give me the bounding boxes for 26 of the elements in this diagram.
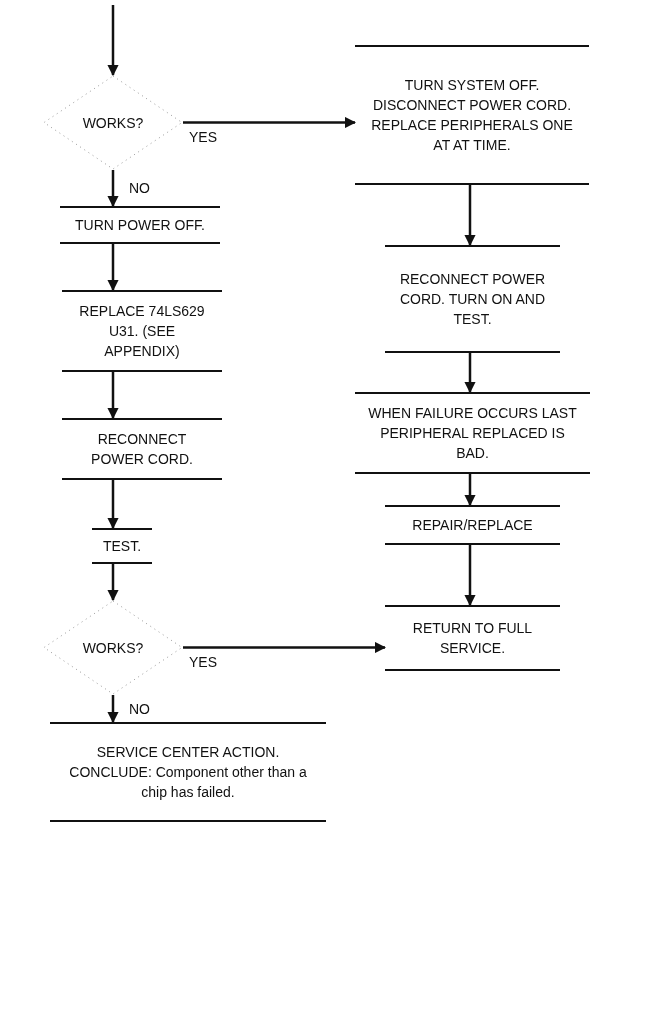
process-step: REPAIR/REPLACE <box>385 505 560 545</box>
arrow <box>107 170 119 208</box>
process-step: TURN SYSTEM OFF. DISCONNECT POWER CORD. REPLACE PERIPHERALS ONE AT AT TIME. <box>355 45 589 185</box>
arrow <box>107 480 119 530</box>
decision-diamond: WORKS? <box>43 600 183 695</box>
decision-diamond: WORKS? <box>43 75 183 170</box>
arrow <box>107 564 119 602</box>
process-step: TURN POWER OFF. <box>60 206 220 244</box>
process-step: RECONNECT POWER CORD. TURN ON AND TEST. <box>385 245 560 353</box>
process-step: WHEN FAILURE OCCURS LAST PERIPHERAL REPLACED IS BAD. <box>355 392 590 474</box>
arrow <box>107 695 119 724</box>
arrow <box>183 116 357 129</box>
arrow <box>107 244 119 292</box>
arrow <box>464 185 476 247</box>
process-step: RECONNECT POWER CORD. <box>62 418 222 480</box>
arrow <box>107 372 119 420</box>
arrow <box>183 641 387 654</box>
arrow <box>464 474 476 507</box>
process-step: TEST. <box>92 528 152 564</box>
process-step: RETURN TO FULL SERVICE. <box>385 605 560 671</box>
edge-label: NO <box>127 180 152 196</box>
arrow <box>464 353 476 394</box>
arrow <box>107 5 119 77</box>
process-step: SERVICE CENTER ACTION. CONCLUDE: Component other than a chip has failed. <box>50 722 326 822</box>
process-step: REPLACE 74LS629 U31. (SEE APPENDIX) <box>62 290 222 372</box>
arrow <box>464 545 476 607</box>
